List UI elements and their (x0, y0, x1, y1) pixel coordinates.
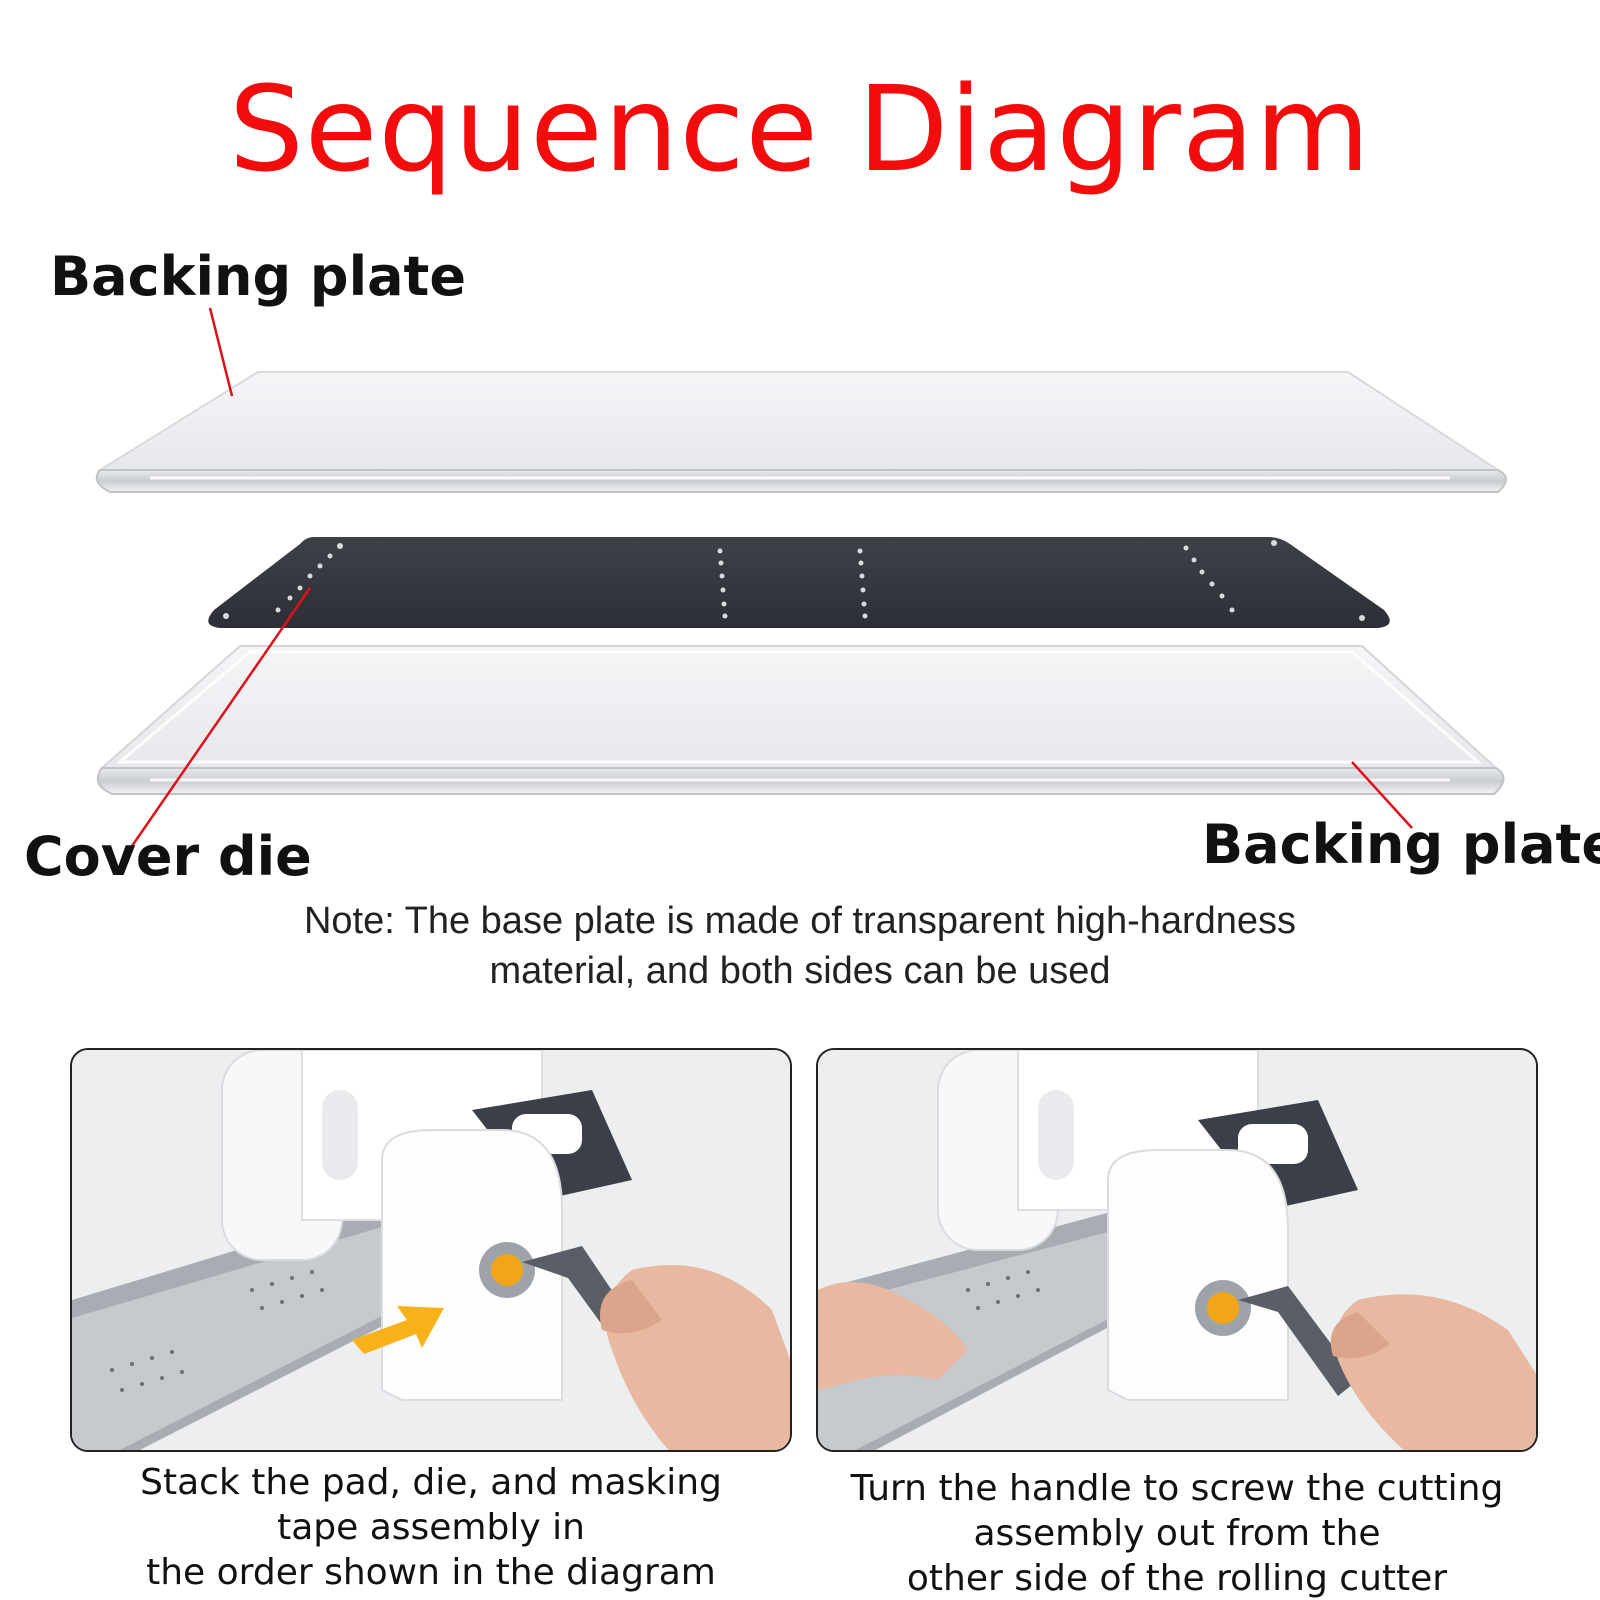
label-top-backing-plate: Backing plate (50, 245, 466, 308)
leader-top-backing-plate (208, 307, 234, 397)
step-2-caption-line: other side of the rolling cutter (906, 1558, 1448, 1599)
page-title: Sequence Diagram (228, 60, 1372, 198)
top-backing-plate (95, 371, 1507, 493)
step-2-caption-line: assembly out from the (973, 1513, 1381, 1554)
note-line-2: material, and both sides can be used (489, 950, 1111, 992)
leader-cover-die (130, 587, 312, 847)
step-1-photo (70, 1048, 792, 1452)
label-cover-die: Cover die (24, 825, 312, 888)
step-2-caption-line: Turn the handle to screw the cutting (850, 1468, 1504, 1509)
plate-stack-diagram (95, 307, 1507, 847)
step-1-caption-line: Stack the pad, die, and masking (140, 1462, 722, 1503)
step-1-caption-line: tape assembly in (277, 1507, 585, 1548)
cover-die (208, 537, 1390, 628)
leader-lines (130, 307, 1413, 847)
leader-bottom-backing-plate (1351, 761, 1413, 829)
label-bottom-backing-plate: Backing plate (1202, 813, 1600, 876)
note-line-1: Note: The base plate is made of transpar… (303, 900, 1297, 942)
push-arrow-icon (352, 1306, 444, 1354)
step-1-caption-line: the order shown in the diagram (146, 1552, 716, 1593)
bottom-backing-plate (96, 645, 1505, 795)
step-2-caption: Turn the handle to screw the cutting ass… (816, 1466, 1538, 1600)
step-1-caption: Stack the pad, die, and masking tape ass… (70, 1460, 792, 1595)
die-holes (223, 540, 1365, 621)
step-2-photo (816, 1048, 1538, 1452)
